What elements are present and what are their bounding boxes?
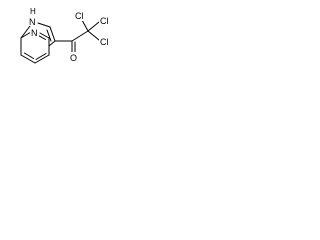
pyrrole-ring <box>20 22 56 47</box>
trichloroacetyl-group <box>54 19 100 53</box>
bond-c3a-c4 <box>20 54 36 64</box>
atom-cl3-label: Cl <box>100 37 109 47</box>
pyridine-ring <box>20 31 50 64</box>
bond-c7a-n1 <box>20 25 31 39</box>
bond-ccl3-cl2 <box>87 21 100 32</box>
bond-c2-c3 <box>49 26 56 42</box>
atom-o-label: O <box>70 53 77 63</box>
bond-c2-c3-inner <box>46 29 52 42</box>
bond-c4-c5-inner <box>35 53 47 60</box>
atom-cl1-label: Cl <box>75 11 84 21</box>
atom-h-label: H <box>30 7 36 16</box>
atom-nh-label: N <box>29 17 36 27</box>
bond-c6-n7 <box>39 32 50 39</box>
bond-carbonyl-ccl3 <box>71 30 89 42</box>
atom-labels: H N N O Cl Cl Cl <box>28 7 111 63</box>
molecule-diagram: H N N O Cl Cl Cl <box>20 7 111 64</box>
bond-n7-c7a <box>20 31 32 39</box>
bond-c6-n7-inner <box>38 35 46 40</box>
atom-cl2-label: Cl <box>100 16 109 26</box>
structure-canvas: H N N O Cl Cl Cl <box>0 0 122 86</box>
bond-ccl3-cl3 <box>87 30 100 41</box>
bond-ccl3-cl1 <box>81 19 89 32</box>
bond-c4-c5 <box>34 54 50 64</box>
bond-c3a-c4-inner <box>24 52 34 59</box>
atom-n-pyridine-label: N <box>31 28 38 38</box>
bond-n1-c2 <box>37 22 51 28</box>
bond-c3-c3a <box>48 40 56 47</box>
